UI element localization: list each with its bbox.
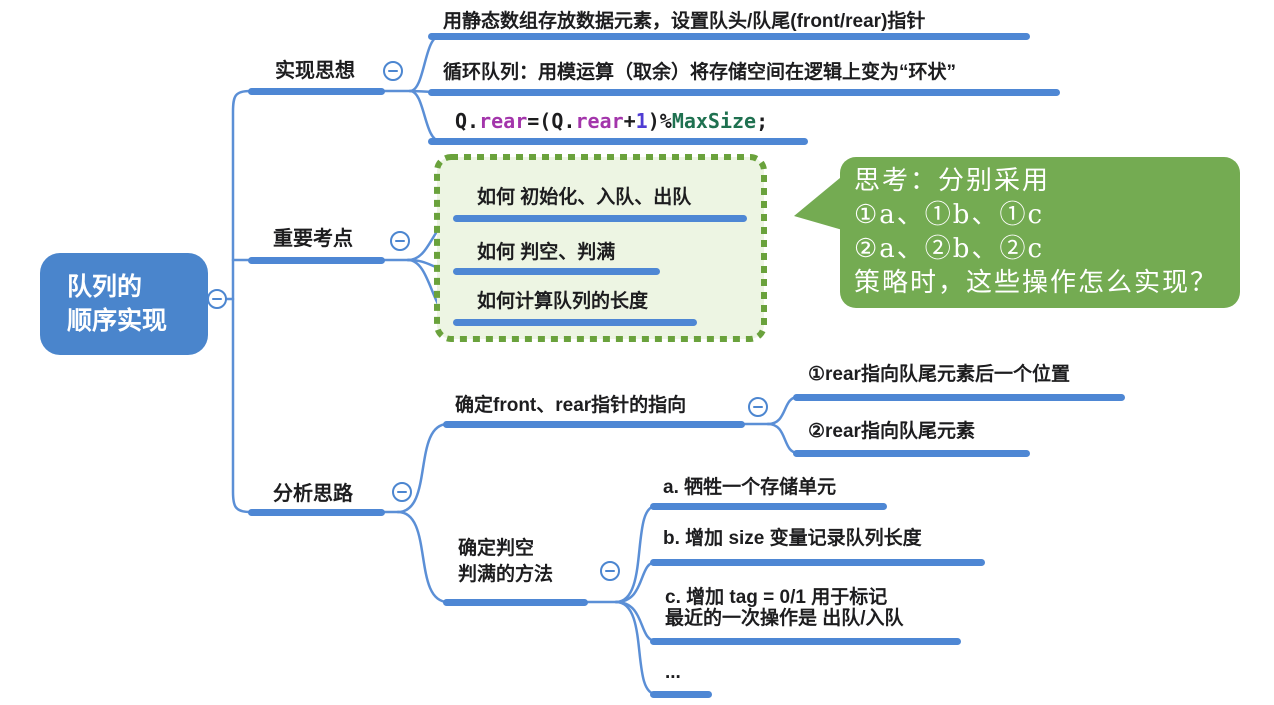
callout-line4: 策略时，这些操作怎么实现？ xyxy=(854,268,1219,298)
bar-rear-next-position xyxy=(793,394,1125,401)
node-how-init-enqueue-dequeue[interactable]: 如何 初始化、入队、出队 xyxy=(477,187,692,208)
node-circular-queue[interactable]: 循环队列：用模运算（取余）将存储空间在逻辑上变为“环状” xyxy=(443,62,957,83)
minus-glyph xyxy=(388,70,398,72)
bar-empty-full-method xyxy=(443,599,588,606)
bar-pointer-direction xyxy=(443,421,745,428)
node-method-more[interactable]: ... xyxy=(665,662,681,683)
exam-boundary-box xyxy=(434,154,767,342)
node-empty-full-method[interactable]: 确定判空 判满的方法 xyxy=(458,536,553,588)
collapse-icon-pointer[interactable] xyxy=(748,397,768,417)
node-method-a-sacrifice[interactable]: a. 牺牲一个存储单元 xyxy=(663,477,837,498)
method-c-line2: 最近的一次操作是 出队/入队 xyxy=(665,608,904,629)
collapse-icon-exam[interactable] xyxy=(390,231,410,251)
code-plain: Q. xyxy=(455,109,480,133)
bar-code xyxy=(428,138,808,145)
bar-exam xyxy=(248,257,385,264)
code-plain: ; xyxy=(756,109,769,133)
bar-rear-last-element xyxy=(793,450,1030,457)
bar-analysis xyxy=(248,509,385,516)
bar-how-empty-full xyxy=(453,268,660,275)
code-plain: =( xyxy=(527,109,552,133)
callout-line2: ①a、①b、①c xyxy=(854,200,1045,230)
code-number: 1 xyxy=(635,109,648,133)
root-title-line2: 顺序实现 xyxy=(67,307,168,335)
bar-circular-queue xyxy=(428,89,1060,96)
node-impl-idea[interactable]: 实现思想 xyxy=(275,60,355,82)
node-code-rear-formula[interactable]: Q.rear=(Q.rear+1)%MaxSize; xyxy=(455,109,768,133)
bar-method-more xyxy=(650,691,712,698)
bar-method-b xyxy=(650,559,985,566)
bar-how-init xyxy=(453,215,747,222)
bar-impl xyxy=(248,88,385,95)
callout-line3: ②a、②b、②c xyxy=(854,234,1045,264)
bar-how-length xyxy=(453,319,697,326)
callout-text: 思考：分别采用 ①a、①b、①c ②a、②b、②c 策略时，这些操作怎么实现？ xyxy=(854,164,1218,300)
node-method-c-tag[interactable]: c. 增加 tag = 0/1 用于标记 最近的一次操作是 出队/入队 xyxy=(665,587,904,629)
minus-glyph xyxy=(397,491,407,493)
method-c-line1: c. 增加 tag = 0/1 用于标记 xyxy=(665,587,888,608)
code-identifier: MaxSize xyxy=(671,109,757,133)
node-rear-last-element[interactable]: ②rear指向队尾元素 xyxy=(808,421,975,442)
empty-full-label-line2: 判满的方法 xyxy=(458,564,554,585)
code-keyword: rear xyxy=(575,109,624,133)
bar-method-c xyxy=(650,638,961,645)
minus-glyph xyxy=(212,298,222,300)
minus-glyph xyxy=(753,406,763,408)
callout-line1: 思考：分别采用 xyxy=(854,166,1051,196)
code-plain: )% xyxy=(647,109,672,133)
empty-full-label-line1: 确定判空 xyxy=(458,538,535,559)
root-node[interactable]: 队列的 顺序实现 xyxy=(40,253,208,355)
node-rear-next-position[interactable]: ①rear指向队尾元素后一个位置 xyxy=(808,364,1070,385)
collapse-icon-method[interactable] xyxy=(600,561,620,581)
node-static-array[interactable]: 用静态数组存放数据元素，设置队头/队尾(front/rear)指针 xyxy=(443,11,926,32)
code-plain: + xyxy=(623,109,636,133)
code-plain: Q. xyxy=(551,109,576,133)
bar-method-a xyxy=(650,503,887,510)
minus-glyph xyxy=(395,240,405,242)
bar-static-array xyxy=(428,33,1030,40)
code-keyword: rear xyxy=(479,109,528,133)
node-pointer-direction[interactable]: 确定front、rear指针的指向 xyxy=(455,395,687,416)
node-how-length[interactable]: 如何计算队列的长度 xyxy=(477,291,649,312)
node-exam-points[interactable]: 重要考点 xyxy=(273,228,353,250)
node-method-b-size[interactable]: b. 增加 size 变量记录队列长度 xyxy=(663,528,922,549)
collapse-icon-impl[interactable] xyxy=(383,61,403,81)
collapse-icon-analysis[interactable] xyxy=(392,482,412,502)
root-title-line1: 队列的 xyxy=(67,273,143,301)
node-analysis[interactable]: 分析思路 xyxy=(273,483,353,505)
minus-glyph xyxy=(605,570,615,572)
collapse-icon-root[interactable] xyxy=(207,289,227,309)
callout-bubble xyxy=(794,157,1240,308)
node-how-empty-full[interactable]: 如何 判空、判满 xyxy=(477,242,616,263)
